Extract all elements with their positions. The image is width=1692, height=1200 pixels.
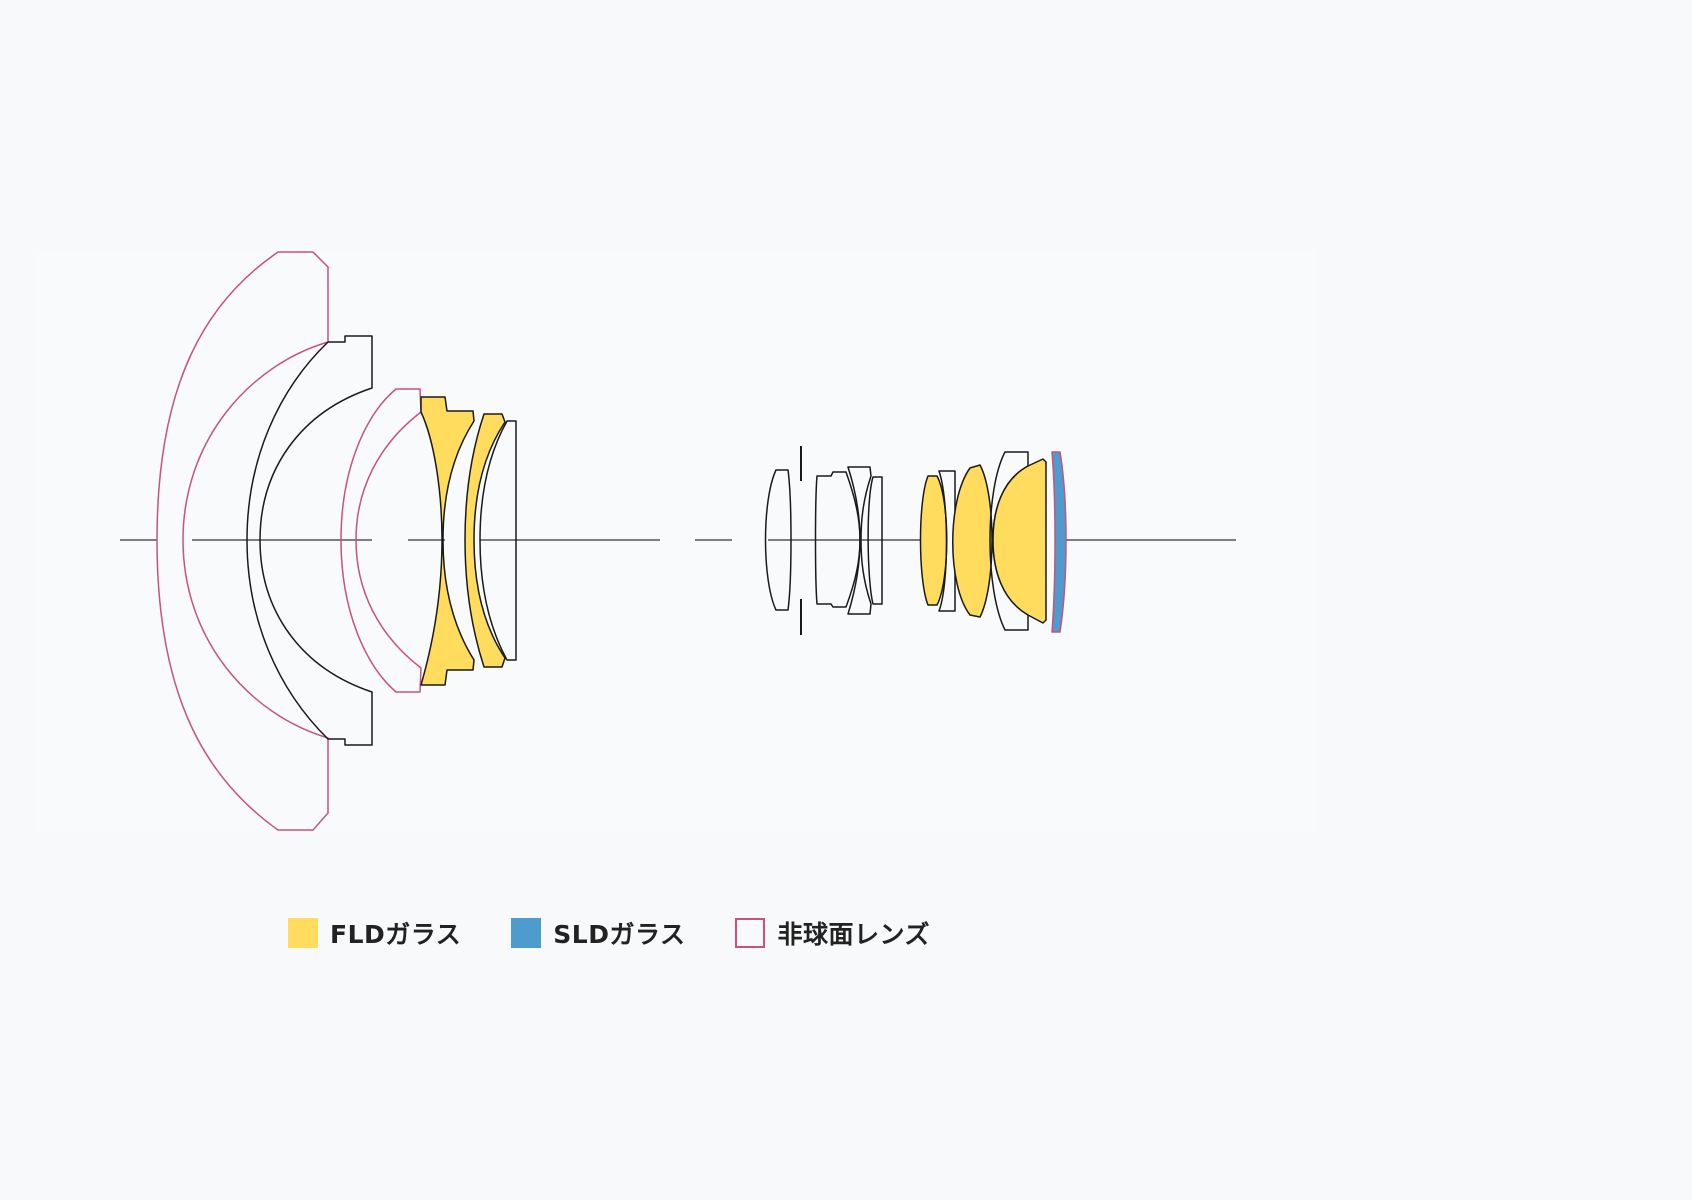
lens-element-11-fld [919,475,948,606]
diagram-panel [38,250,1316,832]
lens-element-4-fld [420,396,475,686]
legend: FLDガラス SLDガラス 非球面レンズ [288,915,930,951]
lens-element-1-aspherical [156,251,329,831]
fld-swatch-icon [288,918,318,948]
legend-label-aspherical: 非球面レンズ [777,920,930,949]
lens-element-8 [814,471,861,608]
sld-swatch-icon [511,918,542,948]
legend-item-fld: FLDガラス [288,915,461,951]
lens-element-5-fld [464,413,506,668]
lens-element-6 [479,420,517,661]
lens-element-15-fld [992,458,1047,624]
lens-element-10 [867,476,883,605]
lens-element-2 [246,335,373,746]
lens-element-3-aspherical [340,388,422,693]
lens-element-9 [847,466,872,615]
lens-element-7 [764,469,792,611]
legend-label-fld: FLDガラス [330,920,462,949]
legend-item-aspherical: 非球面レンズ [735,915,930,951]
lens-element-16-sld-aspherical [1051,451,1067,633]
legend-label-sld: SLDガラス [553,920,686,949]
lens-element-12 [938,470,956,612]
lens-element-13-fld [952,464,993,618]
legend-item-sld: SLDガラス [511,915,685,951]
aspherical-swatch-icon [735,918,766,948]
